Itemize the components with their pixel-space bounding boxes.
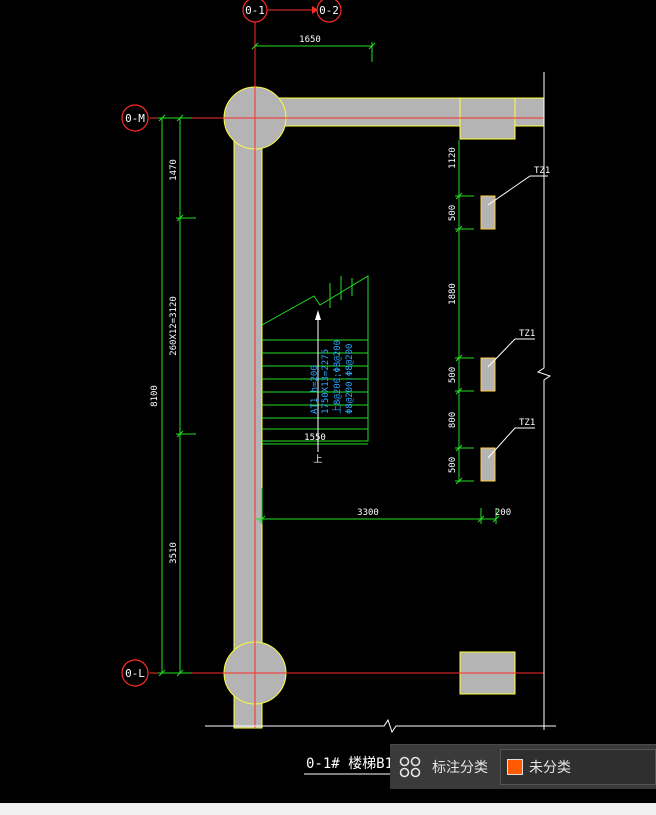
dim-text-horizontal-small: 200 [495, 508, 511, 518]
dim-text-right-3: 1880 [448, 283, 458, 305]
axis-arrow-head [312, 6, 318, 14]
axis-bubble-0-L[interactable]: 0-L [121, 659, 149, 687]
tz1-label-1: TZ1 [534, 166, 550, 176]
tz1-leader-2 [487, 338, 535, 368]
tz1-post-3 [480, 447, 496, 482]
svg-text:0-2: 0-2 [319, 4, 339, 17]
dim-text-right-4: 500 [448, 367, 458, 383]
dim-text-right-6: 500 [448, 457, 458, 473]
stair-note-1: AT1 h=200 [310, 365, 320, 414]
annotation-category-panel: 标注分类 未分类 [390, 744, 656, 789]
dim-text-seg-upper: 1470 [169, 159, 179, 181]
axis-bubble-0-M[interactable]: 0-M [121, 104, 149, 132]
tz1-leader-3 [487, 427, 535, 459]
axis-bubble-0-2[interactable]: 0-2 [316, 0, 342, 23]
axis-bubble-0-1[interactable]: 0-1 [242, 0, 268, 23]
dim-text-right-1: 1120 [448, 147, 458, 169]
dim-text-top: 1650 [299, 35, 321, 45]
wall-vertical [233, 129, 263, 729]
stair-note-2: 1750X13=2275 [321, 349, 331, 414]
dim-text-total: 8100 [150, 385, 160, 407]
svg-text:0-M: 0-M [125, 112, 145, 125]
dim-text-horizontal: 3300 [357, 508, 379, 518]
svg-text:0-L: 0-L [125, 667, 145, 680]
stair-note-4: Φ8@200;Φ8@200 [345, 344, 355, 414]
tz1-post-2 [480, 357, 496, 392]
stair-up-label: 上 [313, 454, 322, 465]
category-color-swatch [507, 759, 523, 775]
stair-note-3: 上8@200;Φ8@200 [332, 340, 343, 414]
svg-text:0-1: 0-1 [245, 4, 265, 17]
drawing-title: 0-1# 楼梯B1层 [306, 756, 407, 772]
dim-text-seg-lower: 3510 [169, 542, 179, 564]
break-line-right [536, 72, 552, 730]
tz1-label-2: TZ1 [519, 329, 535, 339]
category-dropdown[interactable]: 未分类 [500, 749, 656, 785]
dim-text-seg-middle: 260X12=3120 [169, 296, 179, 356]
annotation-category-label: 标注分类 [432, 760, 488, 776]
dim-text-right-2: 500 [448, 205, 458, 221]
bottom-scroll-strip[interactable] [0, 803, 656, 815]
dim-text-right-5: 800 [448, 412, 458, 428]
tz1-leader-1 [487, 175, 548, 206]
break-line-bottom [205, 718, 556, 734]
tz1-label-3: TZ1 [519, 418, 535, 428]
tz1-post-1 [480, 195, 496, 230]
category-grid-button[interactable] [390, 745, 430, 789]
stair-outline [261, 275, 369, 442]
grid-clover-icon [399, 756, 421, 778]
dim-text-stair-width: 1550 [304, 433, 326, 443]
category-dropdown-value: 未分类 [529, 760, 571, 776]
